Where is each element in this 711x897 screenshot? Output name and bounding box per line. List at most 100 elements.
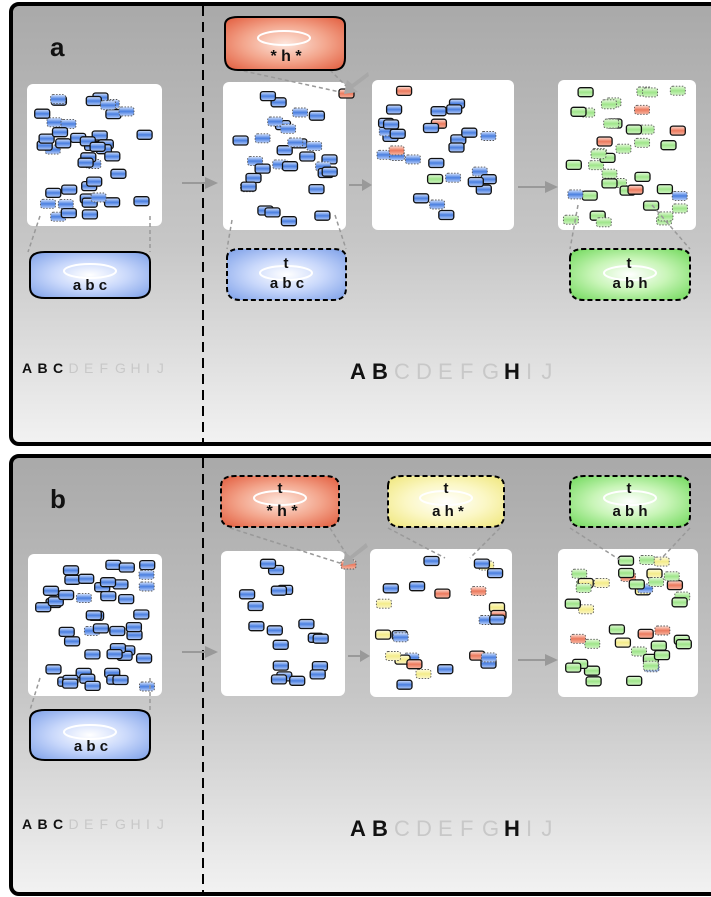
- molecule-chip: [254, 163, 271, 174]
- alphabet-letter: D: [416, 359, 432, 384]
- panel-a-pool-red: * h *: [224, 16, 346, 71]
- molecule-chip: [626, 675, 643, 687]
- molecule-chip: [590, 149, 607, 160]
- molecule-chip: [461, 127, 478, 138]
- molecule-chip: [100, 100, 117, 111]
- molecule-chip: [634, 104, 650, 115]
- molecule-chip: [671, 203, 688, 214]
- molecule-chip: [583, 665, 601, 676]
- molecule-chip: [35, 602, 52, 613]
- molecule-chip: [85, 610, 102, 621]
- molecule-chip: [614, 637, 632, 648]
- molecule-chip: [309, 669, 326, 680]
- molecule-chip: [577, 87, 594, 98]
- molecule-chip: [408, 581, 426, 592]
- molecule-chip: [653, 556, 670, 567]
- molecule-chip: [314, 210, 331, 221]
- alphabet-letter: C: [394, 359, 410, 384]
- molecule-chip: [428, 157, 445, 169]
- molecule-chip: [412, 193, 430, 204]
- alphabet-letter: G: [482, 816, 499, 841]
- molecule-chip: [470, 586, 487, 597]
- molecule-chip: [404, 154, 421, 165]
- panel-b-frame: [9, 454, 711, 896]
- alphabet-letter: J: [157, 360, 164, 376]
- molecule-chip: [245, 172, 262, 184]
- molecule-chip: [112, 674, 129, 686]
- molecule-chip: [374, 629, 392, 640]
- alphabet-letter: A: [350, 359, 366, 384]
- molecule-chip: [426, 173, 444, 185]
- molecule-chip: [254, 133, 271, 144]
- alphabet-letter: E: [438, 816, 453, 841]
- alphabet-letter: J: [157, 816, 164, 832]
- molecule-chip: [654, 625, 671, 636]
- molecule-chip: [46, 117, 63, 128]
- molecule-chip: [570, 106, 587, 117]
- alphabet-letter: A: [22, 816, 32, 832]
- molecule-chip: [86, 176, 103, 187]
- panel-a-pool-left-text: a b c: [73, 277, 107, 294]
- molecule-chip: [473, 558, 491, 569]
- molecule-chip: [45, 664, 62, 675]
- alphabet-letter: F: [460, 359, 473, 384]
- molecule-chip: [276, 145, 293, 156]
- molecule-chip: [34, 108, 51, 119]
- molecule-chip: [595, 217, 612, 228]
- molecule-chip: [650, 640, 667, 651]
- panel-a-pool-blue-top: t: [284, 255, 289, 272]
- molecule-chip: [669, 85, 686, 96]
- panel-a-pool-red-text: * h *: [270, 48, 302, 65]
- molecule-chip: [637, 628, 654, 640]
- molecule-chip: [259, 90, 277, 102]
- molecule-chip: [571, 568, 588, 579]
- molecule-chip: [138, 581, 155, 592]
- molecule-chip: [90, 192, 107, 203]
- molecule-chip: [118, 593, 135, 605]
- molecule-chip: [570, 633, 587, 644]
- molecule-chip: [92, 623, 110, 634]
- molecule-chip: [562, 214, 579, 225]
- molecule-chip: [445, 172, 462, 183]
- panel-a-pool-green: t a b h: [569, 248, 691, 301]
- alphabet-letter: J: [541, 359, 552, 384]
- panel-b-arrows: [182, 646, 558, 666]
- panel-b-pool-red-text: * h *: [266, 503, 298, 520]
- molecule-chip: [429, 199, 446, 210]
- molecule-chip: [489, 614, 506, 625]
- molecule-chip: [618, 567, 635, 579]
- molecule-chip: [75, 593, 92, 604]
- alphabet-letter: C: [53, 360, 63, 376]
- alphabet-letter: I: [526, 816, 532, 841]
- molecule-chip: [289, 675, 306, 686]
- molecule-chip: [423, 555, 440, 567]
- panel-b-pool-yellow: t a h *: [387, 475, 505, 528]
- molecule-chip: [100, 590, 117, 602]
- molecule-chip: [565, 159, 582, 171]
- molecule-chip: [51, 127, 69, 138]
- alphabet-letter: E: [84, 360, 93, 376]
- molecule-chip: [389, 128, 406, 139]
- molecule-chip: [671, 190, 688, 201]
- molecule-chip: [648, 577, 665, 587]
- molecule-chip: [448, 142, 465, 153]
- molecule-chip: [118, 562, 135, 573]
- panel-a-pool-green-text: a b h: [612, 275, 647, 292]
- alphabet-letter: H: [504, 359, 520, 384]
- alphabet-letter: F: [460, 816, 473, 841]
- molecule-chip: [139, 559, 156, 571]
- molecule-chip: [593, 577, 610, 588]
- molecule-chip: [312, 633, 329, 644]
- molecule-chip: [625, 124, 643, 135]
- alphabet-letter: C: [53, 816, 63, 832]
- molecule-chip: [308, 183, 325, 195]
- molecule-chip: [77, 157, 94, 168]
- molecule-chip: [375, 598, 392, 609]
- molecule-chip: [584, 638, 601, 649]
- panel-b-pool-green-text: a b h: [612, 503, 647, 520]
- molecule-chip: [232, 135, 249, 146]
- panel-b-pool-red-top: t: [278, 480, 283, 497]
